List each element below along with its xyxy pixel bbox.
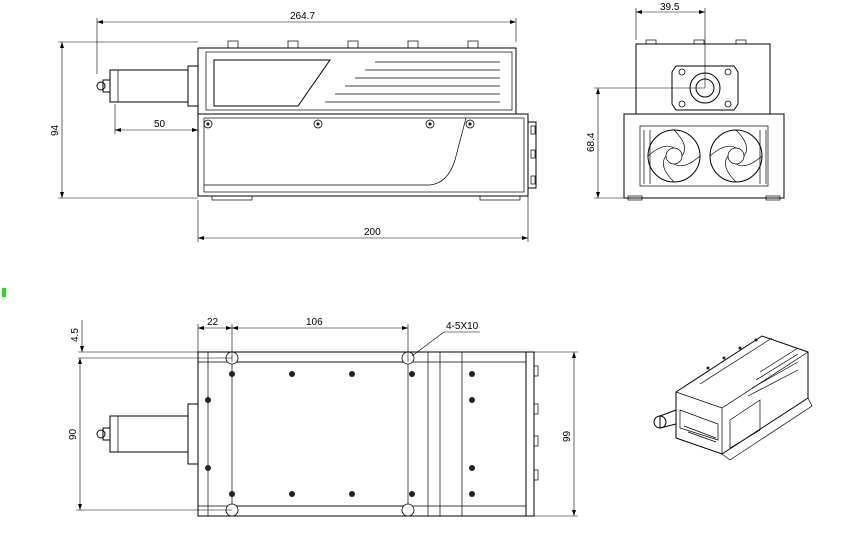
dim-top-length: 264.7 — [290, 11, 315, 22]
green-marker — [2, 288, 6, 297]
dim-end-offset: 39.5 — [660, 2, 680, 13]
dim-base-length: 200 — [364, 227, 381, 238]
dim-height-left: 94 — [50, 124, 61, 136]
front-view: 264.7 94 50 200 — [50, 11, 537, 242]
dim-spacing-106: 106 — [306, 317, 323, 328]
dim-width-90: 90 — [68, 428, 79, 440]
dim-offset-22: 22 — [207, 317, 219, 328]
dim-width-99: 99 — [562, 430, 573, 442]
dim-knob-length: 50 — [154, 119, 166, 130]
end-view: 39.5 68.4 — [586, 2, 785, 201]
dim-slot-spec: 4-5X10 — [446, 321, 479, 332]
dim-end-height: 68.4 — [586, 132, 597, 152]
dim-slot-offset: 4.5 — [70, 328, 81, 342]
isometric-view — [653, 335, 813, 461]
bottom-view: 22 106 4-5X10 4.5 90 99 — [68, 317, 578, 517]
